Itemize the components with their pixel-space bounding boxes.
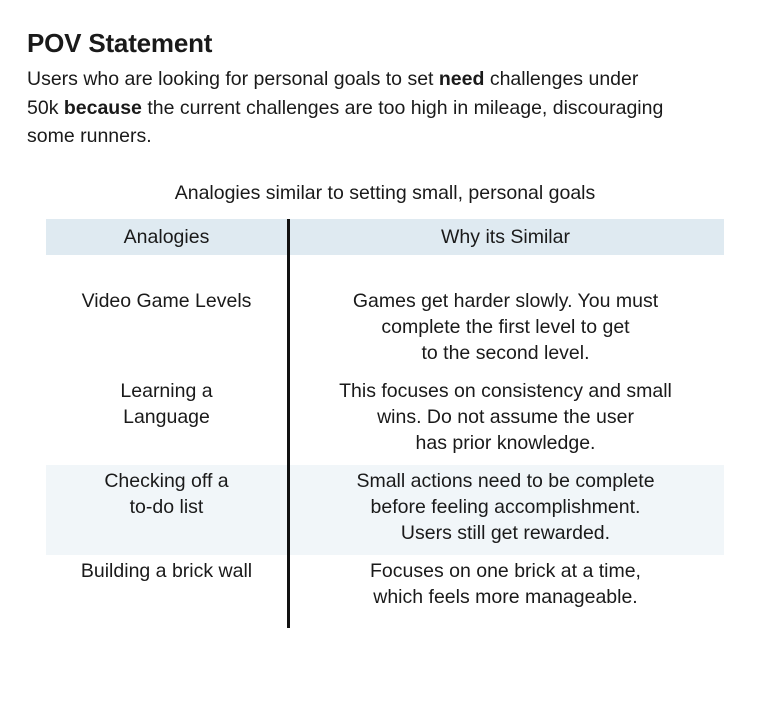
text: Users who are looking for personal goals…	[27, 68, 439, 90]
header-cell-analogies: Analogies	[123, 225, 210, 248]
paragraph-line: 50k because the current challenges are t…	[27, 94, 780, 123]
column-divider-line	[287, 218, 290, 628]
header-gap	[46, 255, 724, 285]
text-line: which feels more manageable.	[373, 585, 638, 608]
table-header-row: Analogies Why its Similar	[46, 218, 724, 255]
text-line: Checking off a	[104, 469, 229, 492]
table-body: Video Game Levels Games get harder slowly…	[46, 285, 724, 645]
bold-text: because	[63, 96, 142, 119]
text-line: has prior knowledge.	[415, 431, 596, 454]
header-cell-why-similar: Why its Similar	[441, 225, 570, 248]
why-cell: Games get harder slowly. You must complet…	[287, 288, 724, 375]
text-line: to-do list	[129, 495, 204, 518]
text: 50k	[27, 96, 64, 119]
analogy-cell: Learning a Language	[46, 378, 287, 465]
analogy-cell: Video Game Levels	[46, 288, 287, 375]
why-cell: Focuses on one brick at a time, which fee…	[287, 558, 724, 645]
text-line: Users still get rewarded.	[400, 521, 611, 544]
text-line: before feeling accomplishment.	[370, 495, 641, 518]
text-line: Focuses on one brick at a time,	[370, 559, 641, 582]
analogy-cell: Checking off a to-do list	[46, 468, 287, 555]
text-line: Language	[123, 405, 210, 428]
why-cell: This focuses on consistency and small win…	[287, 378, 724, 465]
table-caption: Analogies similar to setting small, pers…	[174, 181, 596, 204]
text: challenges under	[484, 68, 639, 90]
text-line: Learning a	[120, 379, 213, 402]
text-line: to the second level.	[421, 341, 590, 364]
pov-paragraph: Users who are looking for personal goals…	[27, 65, 780, 151]
table-row: Learning a Language This focuses on consis…	[46, 375, 724, 465]
table-row: Checking off a to-do list Small actions ne…	[46, 464, 724, 555]
text-line: Games get harder slowly. You must	[352, 289, 659, 312]
table-row: Video Game Levels Games get harder slowly…	[46, 285, 724, 375]
why-cell: Small actions need to be complete before …	[287, 468, 724, 555]
table-row: Building a brick wall Focuses on one bric…	[46, 555, 724, 645]
analogies-table: Analogies Why its Similar Video Game Lev…	[46, 218, 724, 645]
text: some runners.	[27, 125, 152, 147]
text-line: Building a brick wall	[80, 559, 253, 582]
text-line: Small actions need to be complete	[356, 469, 655, 492]
text-line: wins. Do not assume the user	[377, 405, 634, 428]
bold-text: need	[438, 68, 485, 90]
text: the current challenges are too high in m…	[141, 96, 664, 119]
page-title: POV Statement	[27, 28, 213, 58]
paragraph-line: Users who are looking for personal goals…	[27, 65, 780, 94]
analogy-cell: Building a brick wall	[46, 558, 287, 645]
text-line: complete the first level to get	[381, 315, 630, 338]
text-line: This focuses on consistency and small	[339, 379, 672, 402]
paragraph-line: some runners.	[27, 122, 780, 151]
text-line: Video Game Levels	[81, 289, 252, 312]
pov-statement-page: POV Statement Users who are looking for …	[0, 28, 780, 708]
